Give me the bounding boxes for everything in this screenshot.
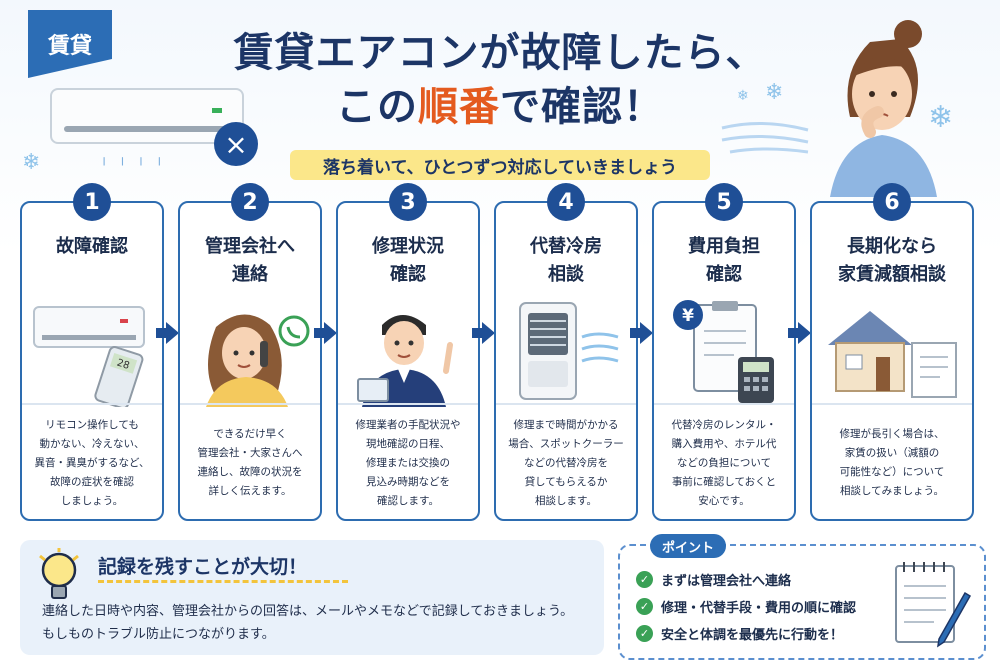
lightbulb-icon: [39, 548, 79, 599]
snowflake-icon: ❄: [928, 100, 954, 135]
check-icon: ✓: [636, 598, 653, 615]
step-number: 1: [73, 183, 111, 221]
title-highlight: 順番: [418, 84, 500, 130]
point-list: ✓まずは管理会社へ連絡 ✓修理・代替手段・費用の順に確認 ✓安全と体調を最優先に…: [636, 566, 856, 647]
step-arrow-icon: [788, 322, 811, 344]
page-title-line2: この順番で確認！: [336, 84, 664, 130]
step-card-5: 5 費用負担 確認 ¥ 代替冷房のレンタル・ 購入費用や、ホテル代 などの負担に…: [652, 183, 796, 521]
step-card-2: 2 管理会社へ 連絡 できるだけ早く 管理会社・大家さんへ 連絡し、故障の状況を…: [178, 183, 322, 521]
step-number: 2: [231, 183, 269, 221]
step-title: 管理会社へ 連絡: [205, 236, 295, 285]
step-title: 修理状況 確認: [372, 236, 444, 285]
point-item: ✓安全と体調を最優先に行動を！: [636, 620, 856, 647]
step-number: 6: [873, 183, 911, 221]
record-tip-box: 記録を残すことが大切！ 連絡した日時や内容、管理会社からの回答は、メールやメモな…: [20, 540, 604, 655]
step-description: 修理まで時間がかかる 場合、スポットクーラー などの代替冷房を 貸してもらえるか…: [502, 413, 630, 513]
point-label: ポイント: [650, 534, 726, 558]
step-title: 故障確認: [56, 236, 128, 257]
record-text: 連絡した日時や内容、管理会社からの回答は、メールやメモなどで記録しておきましょう…: [42, 604, 574, 642]
snowflake-icon: ❄: [737, 88, 749, 104]
step-title: 代替冷房 相談: [530, 236, 602, 285]
step-description: 修理業者の手配状況や 現地確認の日程、 修理または交換の 見込み時期などを 確認…: [344, 413, 472, 513]
cold-wind-icon: [721, 122, 809, 154]
point-box: ポイント ✓まずは管理会社へ連絡 ✓修理・代替手段・費用の順に確認 ✓安全と体調…: [618, 534, 986, 660]
step-arrow-icon: [156, 322, 179, 344]
step-number: 5: [705, 183, 743, 221]
svg-text:28: 28: [115, 358, 131, 372]
step-description: 代替冷房のレンタル・ 購入費用や、ホテル代 などの負担について 事前に確認してお…: [660, 413, 788, 513]
step-card-4: 4 代替冷房 相談 修理まで時間がかかる 場合、スポットクーラー などの代替冷房…: [494, 183, 638, 521]
step-description: リモコン操作しても 動かない、冷えない、 異音・異臭がするなど、 故障の症状を確…: [28, 413, 156, 513]
rental-tag: 賃貸: [28, 10, 112, 78]
air-conditioner-illustration: [50, 88, 244, 144]
point-item: ✓修理・代替手段・費用の順に確認: [636, 593, 856, 620]
step-number: 3: [389, 183, 427, 221]
worried-woman-illustration: [830, 20, 937, 197]
check-icon: ✓: [636, 625, 653, 642]
point-item: ✓まずは管理会社へ連絡: [636, 566, 856, 593]
subtitle-banner: 落ち着いて、ひとつずつ対応していきましょう: [290, 150, 710, 180]
step-title: 長期化なら 家賃減額相談: [838, 236, 946, 285]
svg-text:¥: ¥: [682, 306, 694, 326]
broken-x-icon: ×: [214, 122, 258, 166]
snowflake-icon: ❄: [765, 80, 784, 105]
step-card-3: 3 修理状況 確認 修理業者の手配状況や 現地確認の日程、 修理または交換の 見…: [336, 183, 480, 521]
bill-calculator-illustration: ¥: [673, 300, 774, 403]
step-title: 費用負担 確認: [688, 236, 760, 285]
snowflake-icon: ❄: [22, 150, 41, 175]
house-document-illustration: [828, 311, 957, 398]
woman-on-phone-illustration: [206, 314, 310, 407]
step-card-1: 1 故障確認 28 リモコン操作しても 動かない、冷えない、 異音・異臭がするな…: [20, 183, 164, 521]
step-card-6: 6 長期化なら 家賃減額相談 修理が長引く場合は、 家賃の扱い（減額の 可能性な…: [810, 183, 974, 521]
step-description: できるだけ早く 管理会社・大家さんへ 連絡し、故障の状況を 詳しく伝えます。: [186, 413, 314, 513]
step-arrow-icon: [630, 322, 653, 344]
step-arrow-icon: [314, 322, 337, 344]
step-description: 修理が長引く場合は、 家賃の扱い（減額の 可能性など）について 相談してみましょ…: [818, 413, 966, 513]
water-drops-icon: ╷╷╷╷: [100, 150, 174, 166]
check-icon: ✓: [636, 571, 653, 588]
spot-cooler-illustration: [519, 302, 619, 400]
businessman-illustration: [357, 315, 453, 407]
ac-remote-illustration: 28: [33, 306, 145, 407]
step-arrow-icon: [472, 322, 495, 344]
page-title-line1: 賃貸エアコンが故障したら、: [233, 30, 767, 76]
record-title: 記録を残すことが大切！: [98, 556, 308, 578]
step-number: 4: [547, 183, 585, 221]
notepad-pen-icon: [895, 562, 972, 648]
